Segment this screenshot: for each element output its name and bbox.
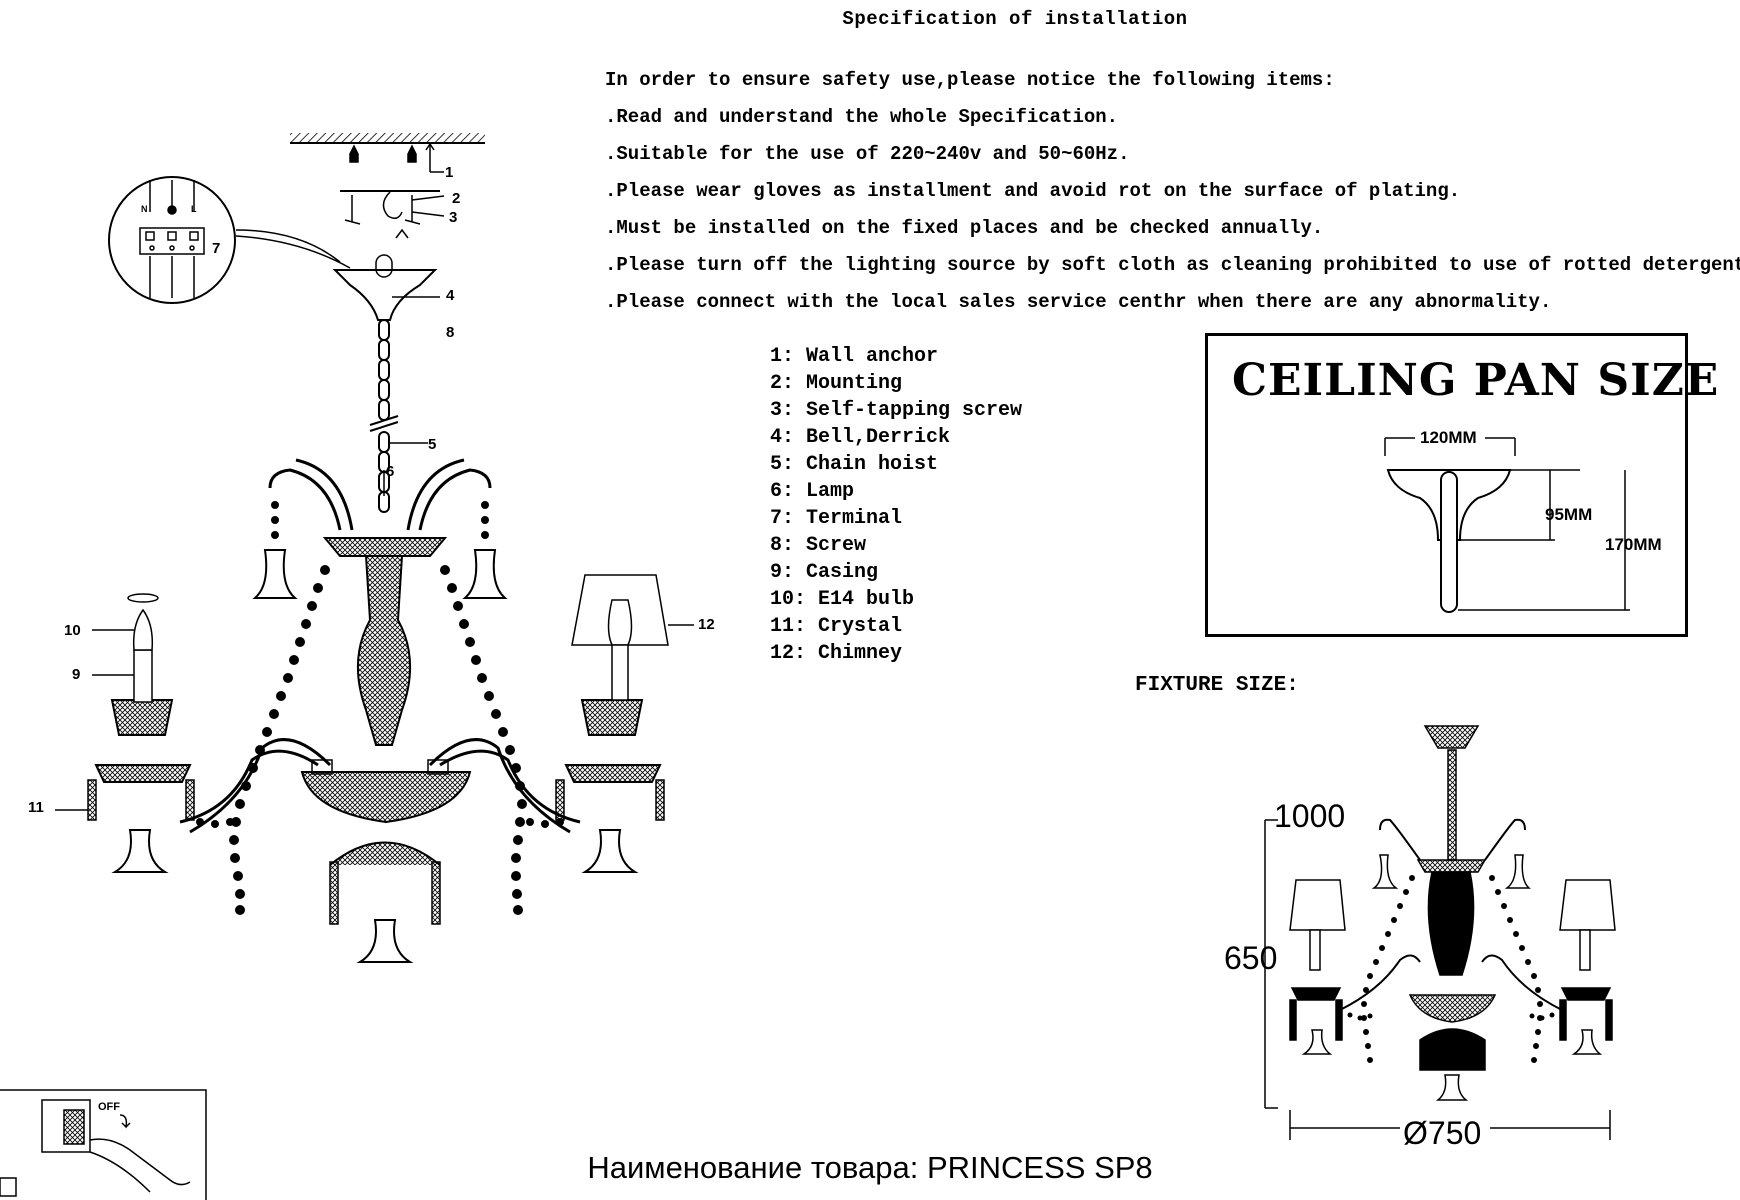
part-item: 9: Casing: [770, 561, 879, 584]
pan-width-label: 120MM: [1420, 428, 1477, 447]
callout-6: 6: [386, 463, 395, 480]
safety-note: .Please turn off the lighting source by …: [605, 254, 1740, 276]
fixture-min-height: 650: [1224, 940, 1278, 976]
part-item: 6: Lamp: [770, 480, 855, 503]
fixture-crystal-strands: [1347, 875, 1555, 1063]
callout-1: 1: [445, 164, 454, 181]
callout-10: 10: [64, 622, 81, 639]
safety-note: .Please connect with the local sales ser…: [605, 291, 1552, 313]
callout-3: 3: [449, 209, 458, 226]
part-item: 5: Chain hoist: [770, 453, 939, 476]
product-name: Наименование товара: PRINCESS SP8: [587, 1150, 1153, 1185]
part-item: 8: Screw: [770, 534, 867, 557]
part-item: 12: Chimney: [770, 642, 903, 665]
parts-list: 1: Wall anchor 2: Mounting 3: Self-tappi…: [770, 343, 1022, 667]
callout-5: 5: [428, 436, 437, 453]
safety-note: In order to ensure safety use,please not…: [605, 69, 1335, 91]
terminal-detail: [108, 176, 351, 304]
part-item: 11: Crystal: [770, 615, 903, 638]
callout-9: 9: [72, 666, 81, 683]
fixture-diameter: Ø750: [1403, 1115, 1482, 1151]
part-item: 3: Self-tapping screw: [770, 399, 1023, 422]
ceiling-pan-box: [1205, 333, 1688, 637]
safety-note: .Read and understand the whole Specifica…: [605, 106, 1119, 128]
callout-4: 4: [446, 287, 455, 304]
safety-notes: In order to ensure safety use,please not…: [605, 62, 1740, 321]
part-item: 7: Terminal: [770, 507, 903, 530]
ceiling-mount-diagram: [55, 133, 694, 963]
power-off-inset: [0, 1089, 207, 1200]
ceiling-pan-title: CEILING PAN SIZE: [1232, 355, 1720, 406]
part-item: 10: E14 bulb: [770, 588, 915, 611]
part-item: 1: Wall anchor: [770, 345, 939, 368]
callout-8: 8: [446, 324, 455, 341]
safety-note: .Must be installed on the fixed places a…: [605, 217, 1324, 239]
power-off-label: OFF: [98, 1101, 120, 1113]
callout-11: 11: [28, 799, 44, 816]
terminal-n-label: N: [141, 204, 148, 214]
ceiling-pan-drawing: [1384, 437, 1630, 613]
callout-2: 2: [452, 190, 461, 207]
part-item: 4: Bell,Derrick: [770, 426, 951, 449]
part-item: 2: Mounting: [770, 372, 903, 395]
fixture-max-height: 1000: [1274, 798, 1346, 834]
callout-12: 12: [698, 616, 715, 633]
spec-title: Specification of installation: [842, 8, 1188, 30]
pan-total-height-label: 170MM: [1605, 535, 1662, 554]
fixture-size-title: FIXTURE SIZE:: [1135, 674, 1299, 697]
safety-note: .Please wear gloves as installment and a…: [605, 180, 1461, 202]
safety-note: .Suitable for the use of 220~240v and 50…: [605, 143, 1130, 165]
pan-inner-height-label: 95MM: [1545, 505, 1593, 524]
callout-7: 7: [212, 240, 221, 257]
fixture-size-drawing: [1264, 725, 1616, 1140]
crystal-strands: [196, 501, 564, 915]
